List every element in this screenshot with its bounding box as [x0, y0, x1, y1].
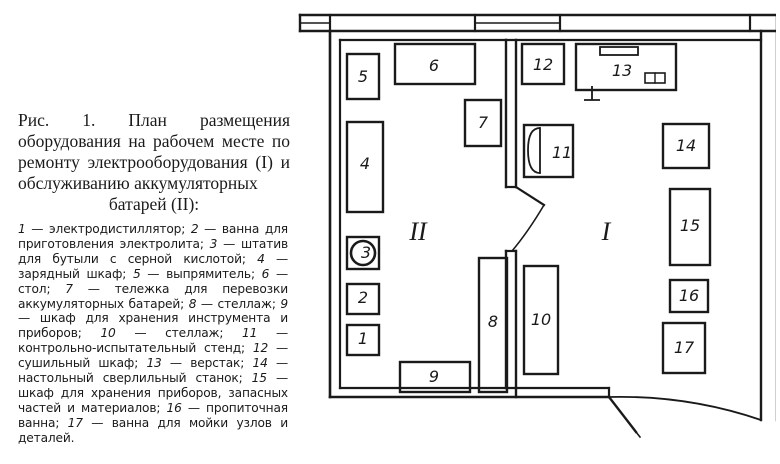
equipment-5-box: [345, 52, 381, 101]
legend-item-4-number: 4: [257, 251, 265, 266]
equipment-11-label: 11: [552, 143, 572, 162]
equipment-2-box: [345, 282, 381, 316]
legend-item-15-number: 15: [251, 371, 267, 386]
equipment-17-box: [661, 321, 707, 375]
equipment-16-label: 16: [679, 286, 699, 305]
legend-item-13-number: 13: [146, 356, 162, 371]
room-II-label: II: [408, 217, 428, 246]
equipment-9-label: 9: [429, 367, 439, 386]
interior-door-swing: [511, 204, 545, 252]
legend-item-8-number: 8: [188, 296, 197, 311]
equipment-16-box: [668, 278, 710, 314]
legend-item-8-text: стеллаж: [217, 296, 272, 311]
legend-item-5-text: выпрямитель: [166, 266, 251, 281]
legend-item-10-number: 10: [100, 326, 116, 341]
equipment-1-box: [345, 323, 381, 357]
legend-item-11-text: контрольно-испытательный стенд: [18, 341, 241, 356]
equipment-12-label: 12: [533, 55, 553, 74]
equipment-8-box: [477, 256, 509, 394]
equipment-15-box: [668, 187, 712, 267]
equipment-17-label: 17: [674, 338, 695, 357]
legend-item-4-text: зарядный шкаф: [18, 266, 123, 281]
legend-item-7-text: тележка для перевозки аккумуляторных бат…: [18, 281, 288, 311]
legend-item-3-number: 3: [209, 236, 218, 251]
legend-item-15-text: шкаф для хранения приборов, запасных час…: [18, 385, 288, 415]
equipment-7-box: [463, 98, 503, 148]
legend-item-14-text: настольный сверлильный станок: [18, 371, 239, 386]
equipment-12-box: [520, 42, 566, 86]
equipment-14-label: 14: [676, 136, 696, 155]
equipment-13-box: [574, 42, 678, 92]
legend-item-11-number: 11: [242, 326, 258, 341]
equipment-11-box: [522, 123, 575, 179]
equipment-2-label: 2: [358, 288, 368, 307]
legend-item-3-text: штатив для бутыли с серной кислотой: [18, 236, 289, 266]
equipment-3-box: [345, 235, 381, 271]
legend-item-13-text: верстак: [190, 356, 241, 371]
equipment-15-label: 15: [680, 216, 700, 235]
equipment-13-drill-stand: [584, 86, 600, 101]
legend-item-2-number: 2: [190, 222, 199, 236]
equipment-9-box: [398, 360, 472, 394]
equipment-13-vice: [599, 46, 639, 56]
equipment-3-label: 3: [361, 243, 371, 262]
legend-item-6-number: 6: [261, 266, 270, 281]
equipment-7-label: 7: [478, 113, 489, 132]
legend-item-7-number: 7: [65, 281, 73, 296]
equipment-1-label: 1: [358, 329, 368, 348]
legend-item-6-text: стол: [18, 281, 47, 296]
legend-item-2-text: ванна для приготовления электролита: [18, 222, 288, 251]
legend-item-10-text: стеллаж: [165, 326, 220, 341]
entrance-door-leaf: [607, 395, 638, 434]
figure-legend: 1 — электродистиллятор; 2 — ванна для пр…: [18, 222, 289, 445]
entrance-door-tip: [634, 430, 642, 439]
entrance-door-swing: [608, 395, 762, 421]
interior-door-leaf: [514, 185, 546, 207]
legend-item-9-number: 9: [280, 296, 288, 311]
legend-item-17-text: ванна для мойки узлов и деталей.: [18, 415, 288, 445]
equipment-5-label: 5: [358, 67, 368, 86]
equipment-6-label: 6: [429, 56, 439, 75]
equipment-3-bottle-circle: [349, 239, 377, 267]
legend-item-12-text: сушильный шкаф: [18, 356, 135, 371]
room-I-label: I: [601, 217, 612, 246]
equipment-4-box: [345, 120, 385, 214]
legend-item-17-number: 17: [67, 415, 83, 430]
caption-title: Рис. 1. План размещения оборудования на …: [18, 110, 290, 193]
figure-caption: Рис. 1. План размещения оборудования на …: [18, 110, 290, 215]
equipment-10-label: 10: [531, 310, 551, 329]
legend-item-12-number: 12: [252, 341, 269, 356]
equipment-11-profile: [527, 127, 541, 174]
legend-item-5-number: 5: [132, 266, 141, 281]
legend-item-1-text: электродистиллятор: [49, 222, 182, 236]
equipment-13-label: 13: [612, 61, 632, 80]
equipment-4-label: 4: [360, 154, 370, 173]
legend-item-16-text: пропиточная ванна: [18, 400, 288, 430]
equipment-10-box: [522, 264, 560, 376]
legend-item-14-number: 14: [252, 356, 268, 371]
legend-item-1-number: 1: [18, 222, 26, 236]
equipment-14-box: [661, 122, 711, 170]
legend-item-16-number: 16: [166, 400, 182, 415]
caption-tail: батарей (II):: [108, 194, 200, 214]
equipment-6-box: [393, 42, 477, 86]
equipment-8-label: 8: [488, 312, 498, 331]
legend-item-9-text: шкаф для хранения инструмента и приборов: [18, 311, 288, 341]
